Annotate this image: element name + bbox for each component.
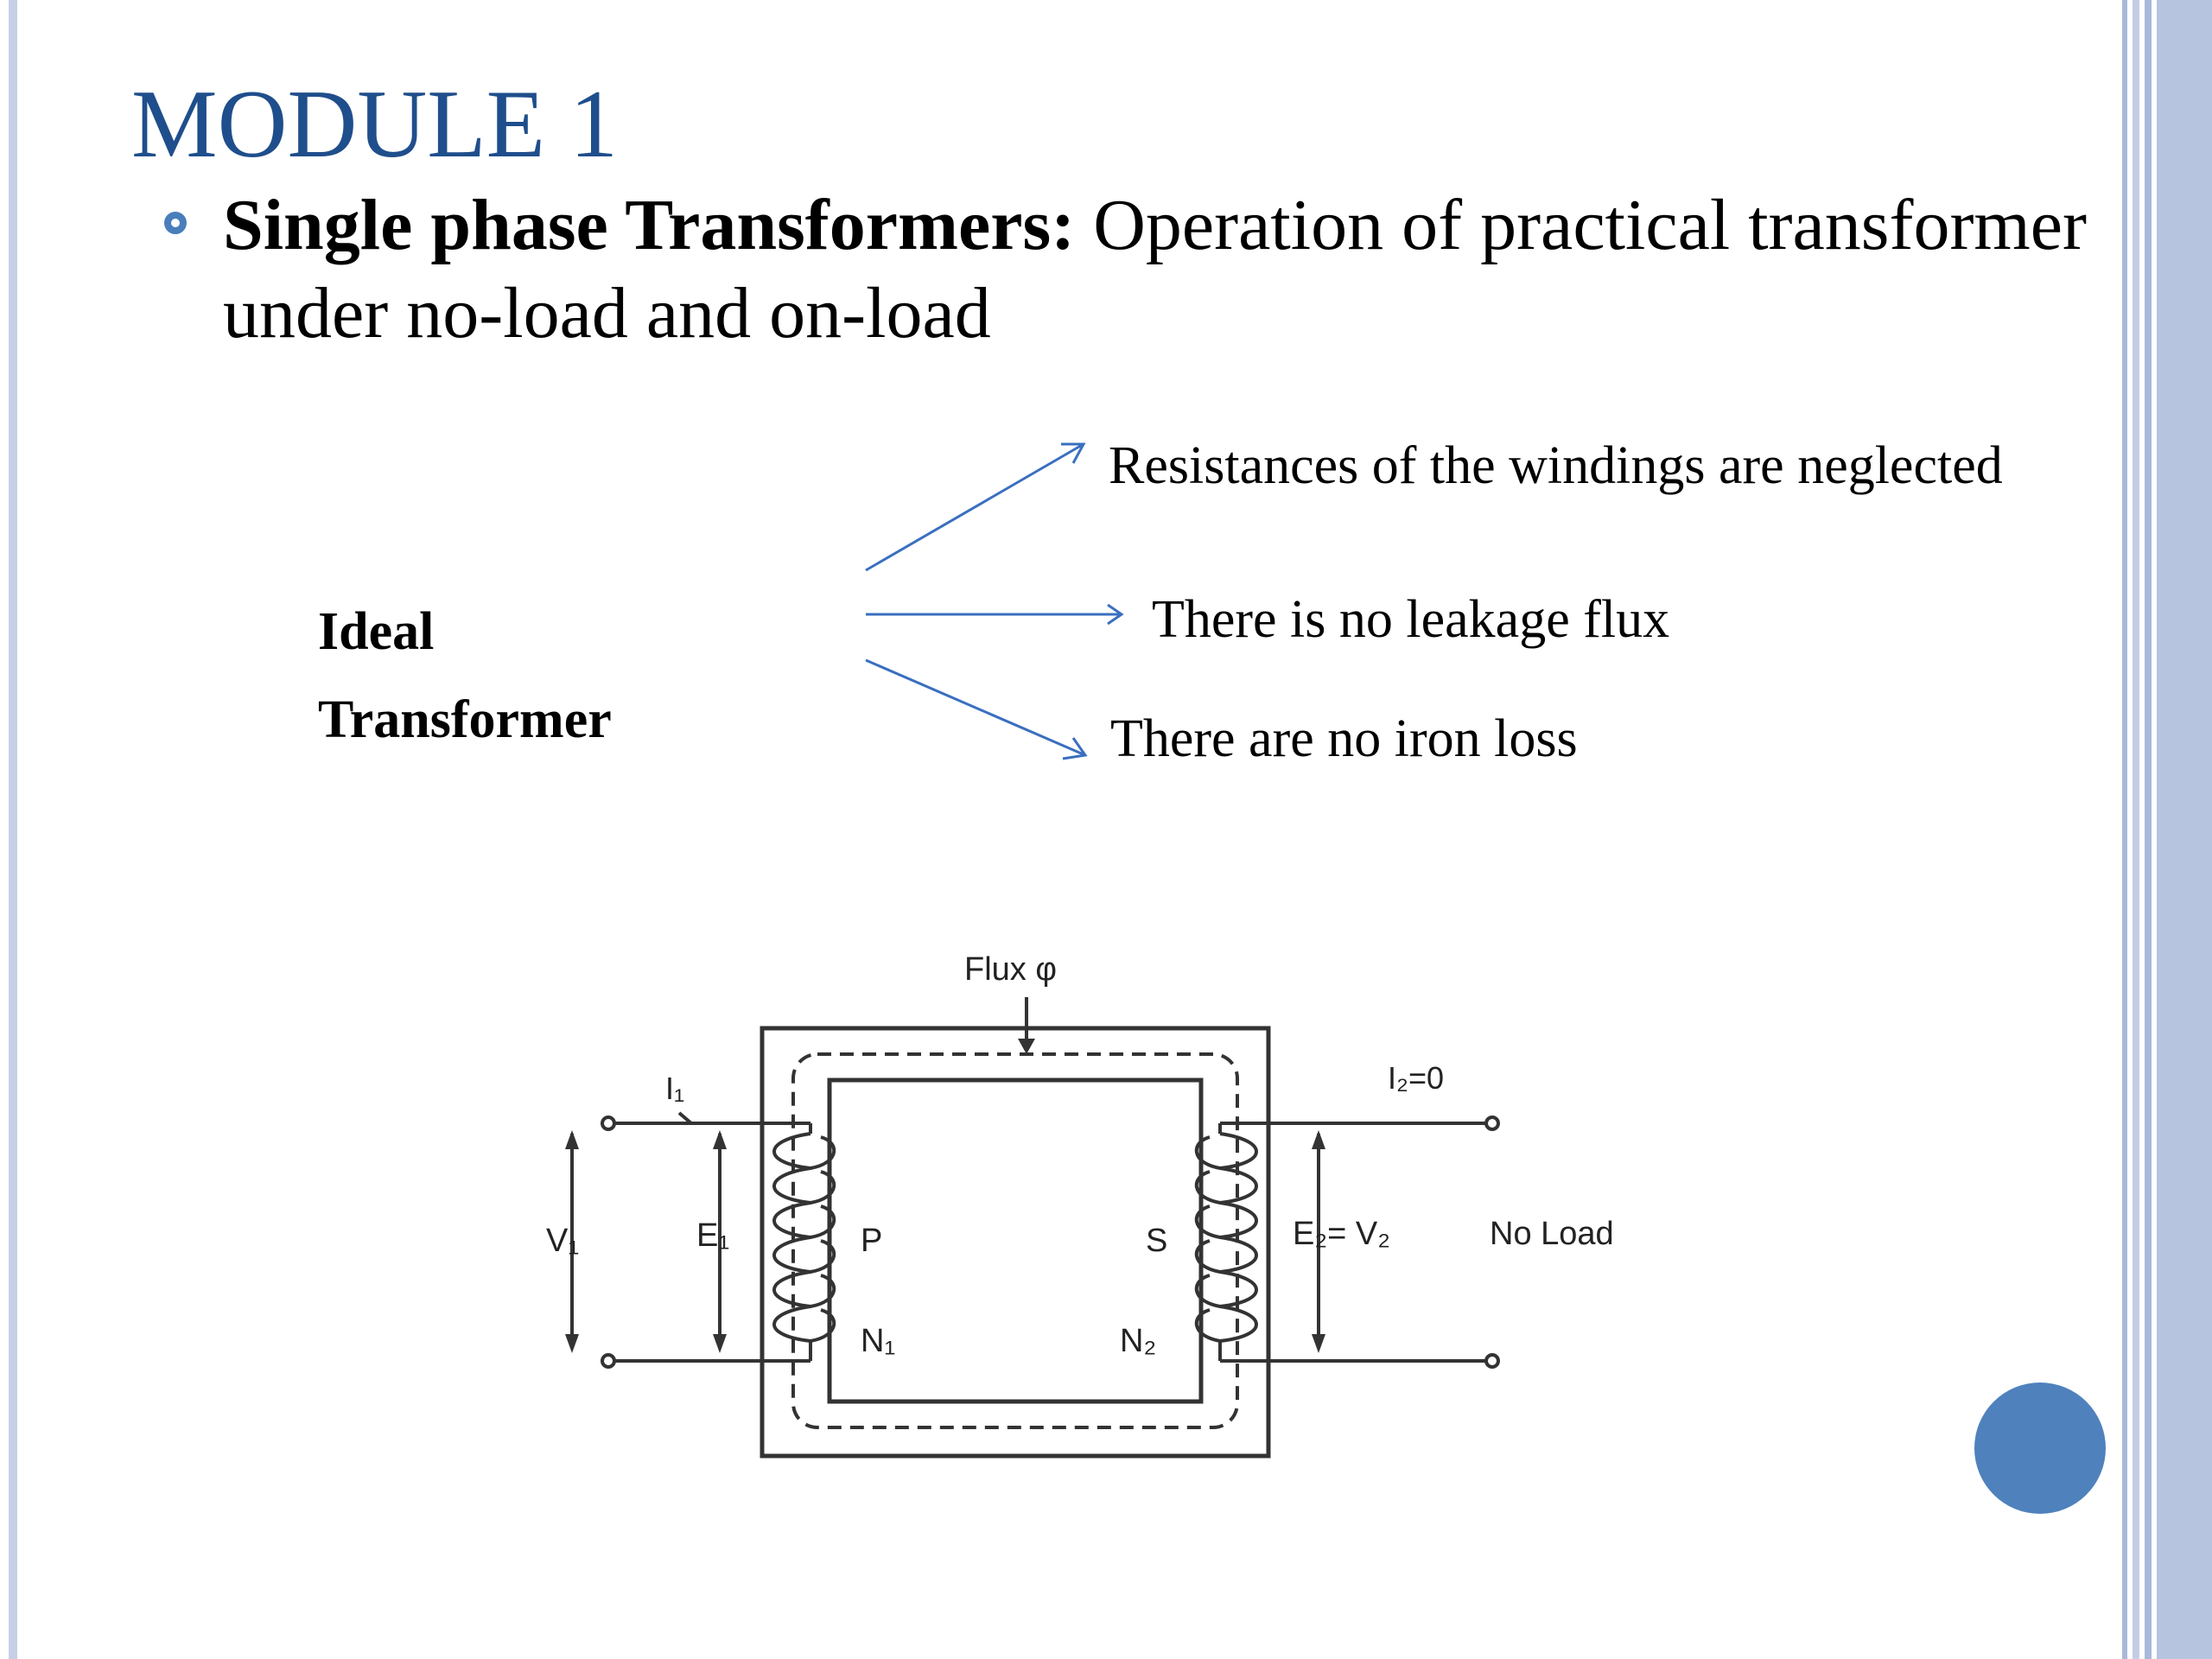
primary-p-label: P bbox=[861, 1223, 882, 1259]
e1-arrow-head-bottom bbox=[713, 1334, 727, 1353]
bullet-body-text: Operation of practical transformer under… bbox=[223, 185, 2088, 353]
secondary-terminal-bottom bbox=[1484, 1353, 1500, 1369]
secondary-terminal-top bbox=[1484, 1116, 1500, 1131]
assumption-resistance: Resistances of the windings are neglecte… bbox=[1109, 436, 2003, 495]
flux-arrow-head bbox=[1018, 1039, 1035, 1054]
ideal-transformer-label: Ideal Transformer bbox=[318, 588, 612, 764]
arrow-middle-head bbox=[1107, 603, 1124, 626]
core-inner bbox=[827, 1077, 1204, 1404]
e2-arrow-head-bottom bbox=[1312, 1334, 1325, 1353]
slide-right-border bbox=[2117, 0, 2212, 1659]
primary-winding bbox=[772, 1123, 836, 1361]
core-outer bbox=[760, 1026, 1271, 1459]
e2-v2-label: E₂= V₂ bbox=[1293, 1216, 1390, 1252]
assumption-iron-loss: There are no iron loss bbox=[1110, 709, 1578, 768]
assumption-leakage-flux: There is no leakage flux bbox=[1152, 590, 1670, 649]
arrow-lower-head bbox=[1062, 737, 1088, 760]
i2-label: I₂=0 bbox=[1388, 1060, 1444, 1096]
e2-arrow-head-top bbox=[1312, 1130, 1325, 1149]
secondary-winding bbox=[1194, 1123, 1258, 1361]
bullet-bold-text: Single phase Transformers: bbox=[223, 185, 1076, 265]
transformer-diagram: Flux φ I₁ I₂=0 V₁ E₁ P S N₁ N₂ E₂= V₂ No… bbox=[546, 951, 1614, 1459]
slide-title: MODULE 1 bbox=[131, 71, 619, 178]
primary-terminal-bottom bbox=[601, 1353, 616, 1369]
v1-label: V₁ bbox=[546, 1223, 579, 1259]
e1-arrow-head-top bbox=[713, 1130, 727, 1149]
i1-label: I₁ bbox=[665, 1071, 684, 1106]
arrow-lower bbox=[865, 658, 1086, 757]
secondary-s-label: S bbox=[1146, 1223, 1167, 1259]
e1-label: E₁ bbox=[696, 1217, 729, 1254]
n2-label: N₂ bbox=[1120, 1323, 1156, 1359]
slide-nav-dot[interactable] bbox=[1974, 1382, 2106, 1514]
bullet-item: Single phase Transformers: Operation of … bbox=[223, 181, 2107, 358]
ideal-label-line2: Transformer bbox=[318, 690, 612, 749]
n1-label: N₁ bbox=[861, 1323, 895, 1359]
slide-left-border bbox=[9, 0, 17, 1659]
no-load-label: No Load bbox=[1490, 1216, 1614, 1252]
bullet-circle-icon bbox=[164, 212, 187, 234]
flux-label: Flux φ bbox=[964, 951, 1057, 988]
i1-arrow-tick bbox=[677, 1111, 693, 1125]
v1-arrow-head-top bbox=[565, 1130, 579, 1149]
primary-terminal-top bbox=[601, 1116, 616, 1131]
ideal-label-line1: Ideal bbox=[318, 602, 435, 661]
v1-arrow-head-bottom bbox=[565, 1334, 579, 1353]
arrow-upper bbox=[865, 442, 1084, 572]
arrow-upper-head bbox=[1061, 442, 1086, 464]
